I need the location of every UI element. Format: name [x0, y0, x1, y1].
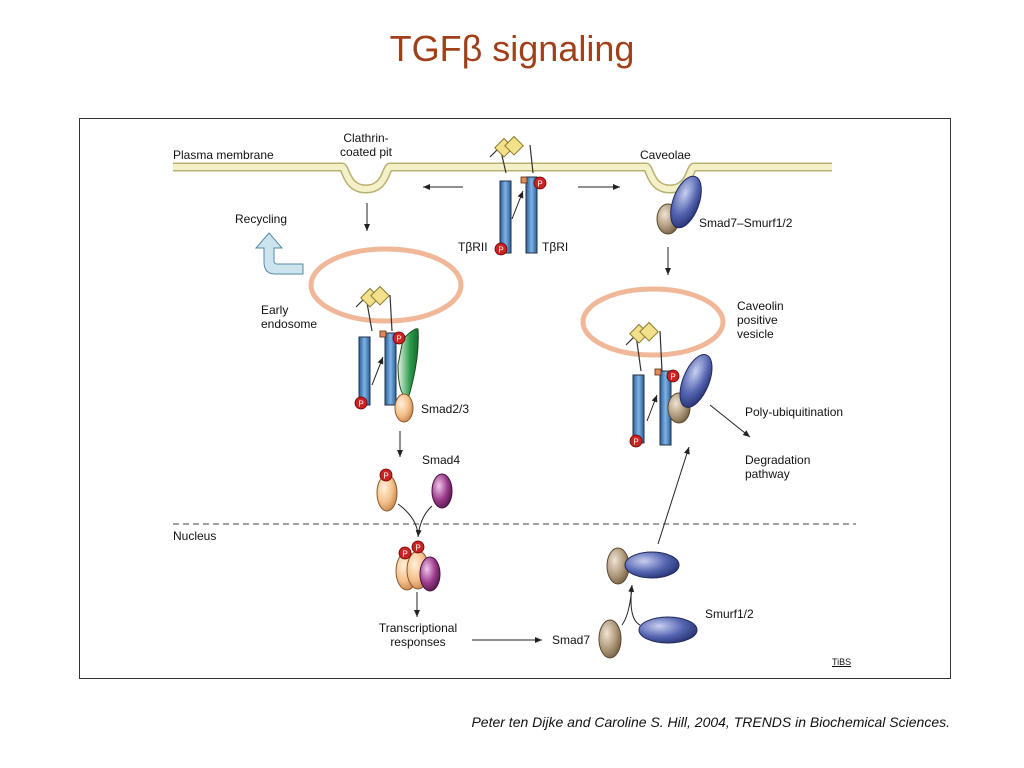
svg-text:P: P: [383, 472, 388, 481]
tbrii-label: TβRII: [458, 240, 488, 254]
clathrin-pit-label: Clathrin- coated pit: [326, 131, 406, 159]
caveolin-line2: positive: [737, 313, 778, 327]
receptor-complex-top: P P: [489, 135, 547, 256]
early-endosome-line2: endosome: [261, 317, 318, 331]
journal-tag: TiBS: [832, 657, 852, 667]
smad7-label: Smad7: [552, 633, 591, 647]
phospho-site: [533, 176, 547, 190]
sara-anchor: [397, 328, 419, 400]
recycling-arrow: [254, 232, 304, 275]
degradation-pathway-label: Degradation pathway: [745, 453, 810, 481]
clathrin-line2: coated pit: [339, 145, 393, 159]
smad7-smurf-complex-caveolae: [656, 175, 702, 235]
svg-text:P: P: [498, 246, 503, 255]
smad23-protein: [394, 393, 414, 423]
recycling-label: Recycling: [235, 212, 288, 226]
smad4-protein: [431, 473, 453, 509]
smad23-label: Smad2/3: [421, 402, 470, 416]
degradation-line2: pathway: [745, 467, 790, 481]
svg-text:P: P: [670, 373, 675, 382]
svg-text:P: P: [358, 400, 363, 409]
caveolin-vesicle-label: Caveolin positive vesicle: [737, 299, 784, 341]
phospho-site: [494, 242, 508, 256]
receptor-complex-endosome: P P: [354, 285, 419, 423]
clathrin-line1: Clathrin-: [343, 131, 389, 145]
svg-text:P: P: [537, 180, 542, 189]
early-endosome-line1: Early: [261, 303, 289, 317]
smad4-label: Smad4: [422, 453, 461, 467]
svg-text:P: P: [415, 544, 420, 553]
smurf12-label: Smurf1/2: [705, 607, 754, 621]
poly-ubiquitination-label: Poly-ubiquitination: [745, 405, 844, 419]
smad-complex-cytoplasm: P: [376, 468, 453, 538]
smad7-smurf-nucleus: [598, 547, 698, 659]
svg-text:P: P: [633, 438, 638, 447]
caveolae-label: Caveolae: [640, 148, 691, 162]
arrow-to-degradation: [709, 404, 751, 438]
diagram-canvas: P P P P: [173, 135, 856, 659]
signaling-diagram: P P P P: [79, 118, 951, 679]
caveolin-line1: Caveolin: [737, 299, 784, 313]
early-endosome-vesicle: [308, 246, 464, 324]
citation: Peter ten Dijke and Caroline S. Hill, 20…: [471, 714, 950, 730]
smad-complex-nucleus: P P: [395, 540, 441, 592]
svg-text:P: P: [396, 335, 401, 344]
degradation-line1: Degradation: [745, 453, 811, 467]
tbrii-receptor: [499, 180, 512, 254]
transcriptional-responses-label: Transcriptional responses: [363, 621, 473, 649]
svg-text:P: P: [402, 550, 407, 559]
transcriptional-line2: responses: [390, 635, 446, 649]
tgfb-ligand: [494, 135, 524, 158]
nucleus-label: Nucleus: [173, 529, 217, 543]
tbri-label: TβRI: [542, 240, 569, 254]
transcriptional-line1: Transcriptional: [378, 621, 458, 635]
caveolin-vesicle: [580, 286, 726, 358]
receptor-complex-caveolin: P P: [625, 321, 713, 448]
plasma-membrane-label: Plasma membrane: [173, 148, 274, 162]
slide-title: TGFβ signaling: [389, 28, 635, 69]
caveolin-line3: vesicle: [737, 327, 774, 341]
smad7-protein: [598, 619, 622, 659]
arrow-export: [657, 446, 690, 545]
smurf-protein: [638, 616, 698, 644]
early-endosome-label: Early endosome: [261, 303, 317, 331]
smad7-smurf-label: Smad7–Smurf1/2: [699, 216, 793, 230]
